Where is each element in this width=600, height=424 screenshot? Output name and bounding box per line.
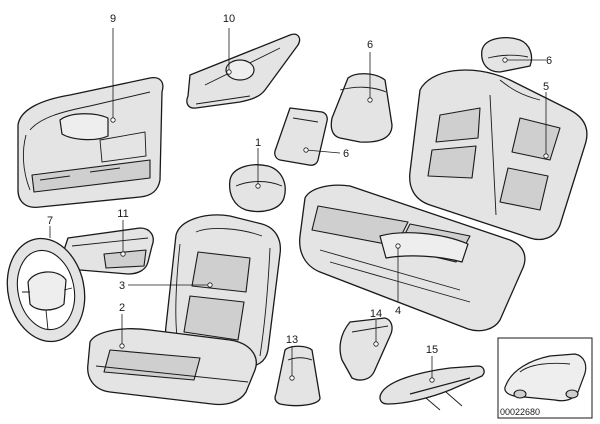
callout-11: 9	[110, 13, 116, 25]
rear-backrest[interactable]	[409, 69, 588, 241]
rear-seat-cushion[interactable]	[299, 184, 526, 332]
armrest[interactable]	[63, 227, 154, 275]
callout-6-pad: 6	[343, 148, 349, 160]
front-backrest[interactable]	[164, 214, 282, 368]
door-trim-panel[interactable]	[17, 76, 164, 208]
rear-headrest[interactable]	[481, 37, 533, 73]
gear-shift-boot[interactable]	[274, 345, 321, 407]
callout-13: 13	[286, 334, 298, 346]
leader-dots	[110, 57, 549, 383]
pillar-trim[interactable]	[186, 33, 301, 109]
callout-5: 5	[543, 81, 549, 93]
side-bolster-cushion[interactable]	[330, 73, 393, 143]
callout-14: 14	[370, 308, 382, 320]
vehicle-location-inset: 00022680	[497, 337, 593, 419]
callout-6-headrest: 6	[546, 55, 552, 67]
callout-12: 10	[223, 13, 235, 25]
callout-9: 7	[47, 215, 53, 227]
steering-wheel[interactable]	[0, 231, 94, 349]
handbrake-lever[interactable]	[379, 365, 485, 411]
callout-2: 2	[119, 302, 125, 314]
handbrake-boot[interactable]	[339, 317, 393, 381]
callout-4: 4	[395, 305, 401, 317]
leader-lines	[49, 28, 547, 380]
callout-3: 3	[119, 280, 125, 292]
callout-labels: 9 10 6 6 5 6 1 11 7 3 2 4 13 14 15	[47, 13, 552, 356]
diagram-code: 00022680	[500, 407, 540, 417]
callout-1: 1	[255, 137, 261, 149]
callout-15: 15	[426, 344, 438, 356]
front-seat-cushion[interactable]	[87, 328, 257, 406]
cover-pad[interactable]	[274, 107, 328, 166]
callout-10: 11	[117, 208, 128, 220]
callout-7: 6	[367, 39, 373, 51]
